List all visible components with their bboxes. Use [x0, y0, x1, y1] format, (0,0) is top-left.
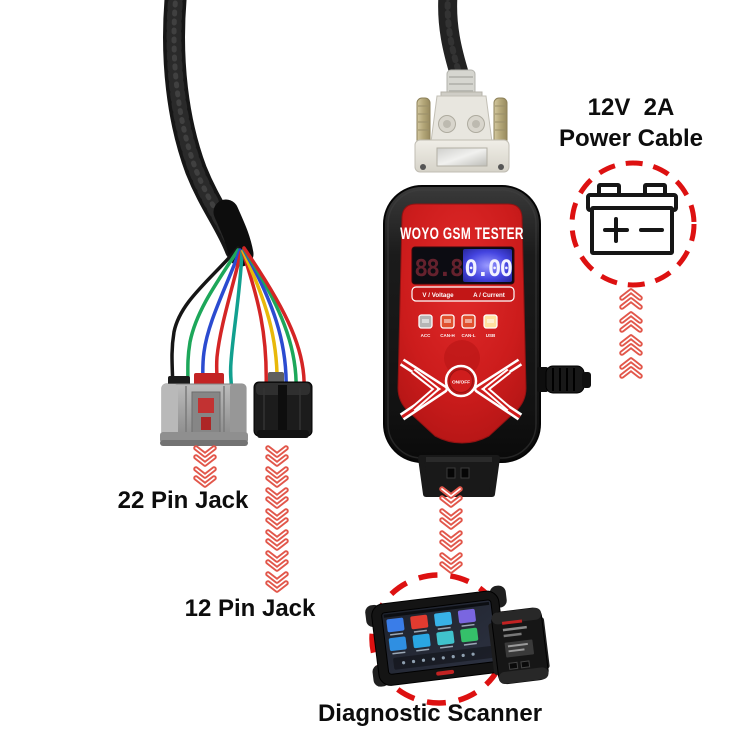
arrows-to-22pin-jack-chevron — [196, 448, 214, 464]
battery-icon — [586, 183, 678, 255]
obd-connector — [418, 455, 500, 497]
12pin-connector — [253, 372, 313, 438]
arrows-to-12pin-jack-chevron — [268, 448, 286, 464]
harness-wires — [170, 246, 306, 394]
svg-text:WOYO GSM TESTER: WOYO GSM TESTER — [400, 225, 524, 243]
power-cable-label-line1: 12V 2A — [587, 94, 675, 121]
tester-db-connector — [414, 69, 510, 173]
arrows-power-cable-chevron — [622, 360, 640, 376]
svg-text:CAN-H: CAN-H — [440, 333, 455, 338]
arrows-to-12pin-jack-chevron — [268, 574, 286, 590]
22pin-connector — [160, 373, 248, 446]
current-label: A / Current — [473, 292, 505, 299]
tester-device: WOYO GSM TESTER 88.8 0.00 V / Voltage A … — [383, 185, 541, 497]
tester-top-cable — [438, 0, 470, 86]
arrows-power-cable-chevron — [622, 291, 640, 307]
arrows-to-scanner-chevron — [442, 511, 460, 527]
arrows-to-scanner-chevron — [442, 533, 460, 549]
status-indicators: ACC CAN-H CAN-L USB — [418, 314, 498, 338]
voltage-value: 88.8 — [414, 256, 463, 282]
diagnostic-scanner-image — [365, 585, 515, 687]
current-value: 0.00 — [465, 257, 512, 282]
svg-text:CAN-L: CAN-L — [462, 333, 476, 338]
x-decal-right — [474, 358, 523, 421]
svg-text:ON/OFF: ON/OFF — [452, 380, 470, 386]
display-legend: V / Voltage A / Current — [411, 286, 515, 302]
voltage-label: V / Voltage — [422, 292, 454, 299]
arrows-to-12pin-jack-chevron — [268, 553, 286, 569]
voltage-display: 88.8 0.00 — [411, 246, 515, 285]
battery-circle — [569, 160, 697, 288]
dc-plug — [537, 365, 591, 394]
arrows-to-scanner-chevron — [442, 555, 460, 571]
power-cable-label-line2: Power Cable — [558, 125, 704, 152]
arrows-to-12pin-jack-chevron — [268, 532, 286, 548]
on-off-button: ON/OFF — [444, 364, 478, 398]
scanner-label: Diagnostic Scanner — [317, 700, 543, 727]
svg-text:ACC: ACC — [421, 333, 431, 338]
arrows-power-cable-chevron — [622, 337, 640, 353]
vci-box — [488, 607, 550, 685]
arrows-to-22pin-jack-chevron — [196, 469, 214, 485]
brand-text: WOYO GSM TESTER — [400, 225, 524, 243]
arrows-to-12pin-jack-chevron — [268, 469, 286, 485]
braided-cable — [163, 0, 254, 267]
svg-text:USB: USB — [486, 333, 496, 338]
arrows-power-cable-chevron — [622, 314, 640, 330]
jack22-label: 22 Pin Jack — [117, 487, 249, 514]
x-decal-left — [399, 358, 448, 421]
jack12-label: 12 Pin Jack — [184, 595, 316, 622]
scanner-app-icons — [386, 608, 479, 655]
